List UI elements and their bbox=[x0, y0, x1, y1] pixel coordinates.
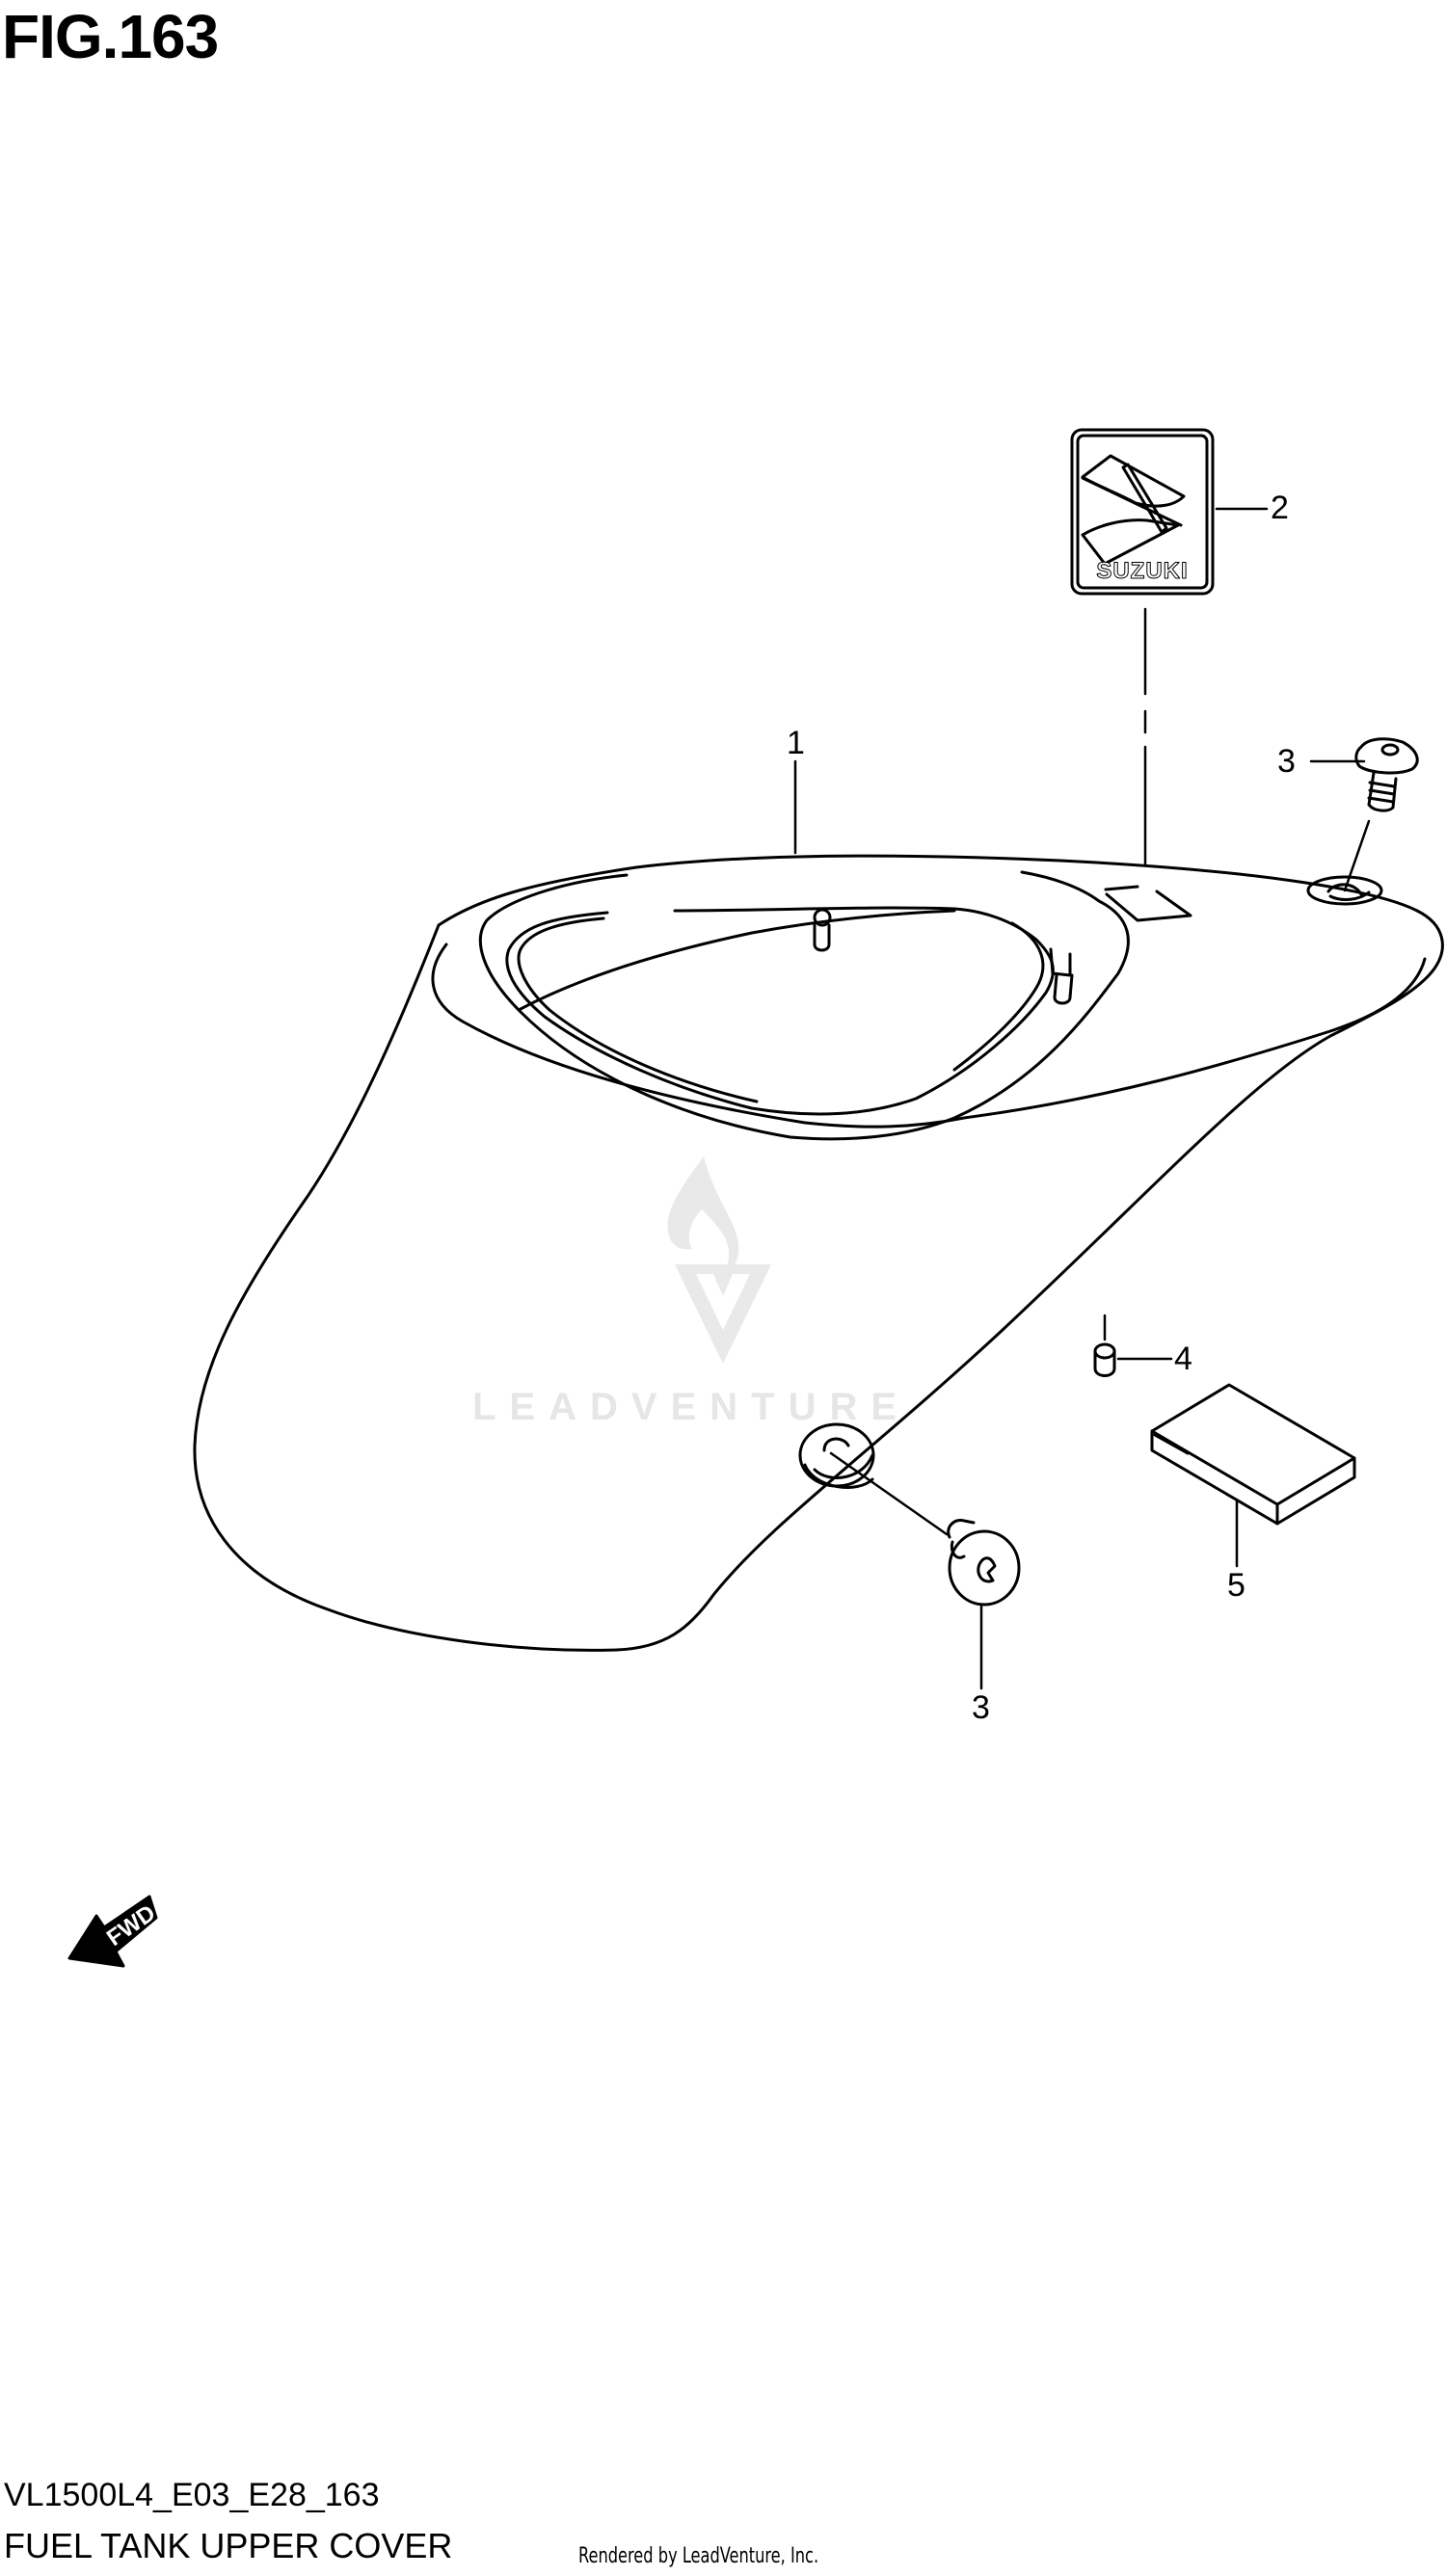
grommet-top-icon bbox=[1306, 875, 1383, 906]
callout-4: 4 bbox=[1174, 1341, 1192, 1377]
section-title: FUEL TANK UPPER COVER bbox=[4, 2526, 453, 2565]
emblem-brand-text: SUZUKI bbox=[1096, 558, 1188, 584]
screw-top-icon bbox=[1354, 737, 1419, 812]
fuel-tank-upper-cover bbox=[193, 854, 1444, 1652]
screw-bottom-icon bbox=[947, 1518, 1021, 1607]
grommet-bottom-icon bbox=[798, 1422, 875, 1489]
callout-5: 5 bbox=[1227, 1567, 1245, 1604]
figure-title: FIG.163 bbox=[2, 2, 219, 71]
clip-icon bbox=[1093, 1342, 1116, 1377]
model-code: VL1500L4_E03_E28_163 bbox=[4, 2477, 380, 2513]
leader-lines bbox=[793, 507, 1371, 1690]
callout-1: 1 bbox=[787, 725, 805, 761]
callout-2: 2 bbox=[1271, 490, 1289, 526]
suzuki-emblem-icon: SUZUKI bbox=[1070, 428, 1215, 596]
callout-3-bottom: 3 bbox=[972, 1689, 990, 1726]
callout-3-top: 3 bbox=[1277, 743, 1296, 780]
fwd-arrow-icon: FWD bbox=[67, 1895, 160, 1968]
watermark-text: LEADVENTURE bbox=[472, 1386, 911, 1428]
mounting-post-icon bbox=[1049, 947, 1074, 1005]
mounting-post-icon bbox=[813, 908, 832, 952]
watermark-logo-icon bbox=[667, 1156, 771, 1364]
pad-icon bbox=[1150, 1383, 1356, 1526]
render-credit: Rendered by LeadVenture, Inc. bbox=[578, 2544, 819, 2568]
